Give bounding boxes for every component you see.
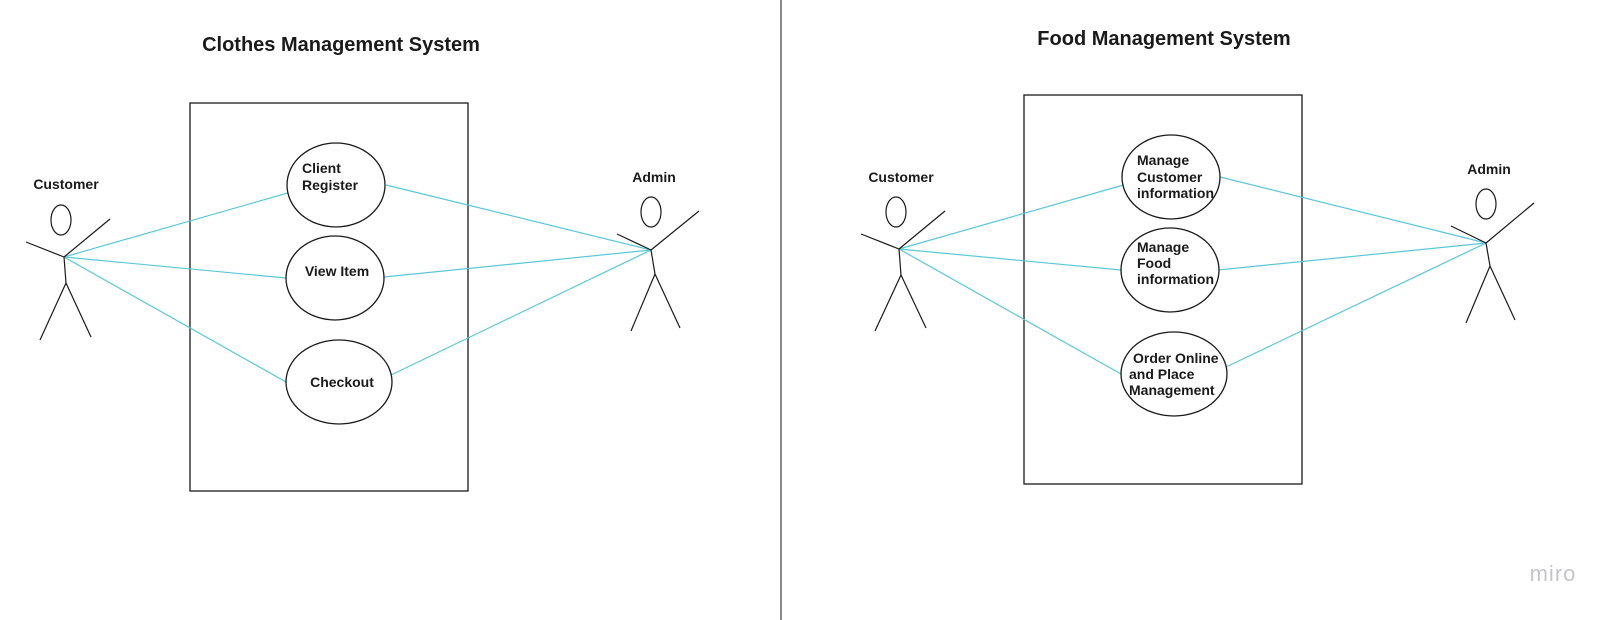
clothes-diagram: Clothes Management System Client Registe… bbox=[25, 34, 700, 492]
actor-admin[interactable]: Admin bbox=[1450, 161, 1535, 324]
diagram-title: Clothes Management System bbox=[202, 34, 480, 56]
use-case-label: View Item bbox=[305, 263, 369, 279]
stick-figure-icon bbox=[860, 196, 946, 332]
association-line bbox=[1225, 242, 1487, 368]
actor-label: Admin bbox=[1467, 161, 1511, 177]
use-case-oval bbox=[285, 339, 393, 425]
food-diagram: Food Management System Manage Customer i… bbox=[860, 28, 1535, 485]
stick-figure-icon bbox=[616, 196, 700, 332]
system-boundary bbox=[189, 102, 469, 492]
association-lines bbox=[63, 184, 652, 383]
association-line bbox=[390, 249, 652, 376]
use-case[interactable]: Checkout bbox=[285, 339, 393, 425]
use-case[interactable]: Order Online and Place Management bbox=[1120, 331, 1228, 417]
use-case-oval bbox=[1120, 331, 1228, 417]
actor-label: Admin bbox=[632, 169, 676, 185]
use-case-oval bbox=[285, 235, 385, 321]
use-case-oval bbox=[1120, 227, 1220, 313]
use-case[interactable]: Manage Customer information bbox=[1121, 134, 1221, 220]
association-line bbox=[63, 189, 299, 258]
diagram-title: Food Management System bbox=[1037, 28, 1290, 50]
stick-figure-icon bbox=[1450, 188, 1535, 324]
association-line bbox=[1219, 176, 1487, 244]
system-boundary bbox=[1023, 94, 1303, 485]
stick-figure-icon bbox=[25, 204, 111, 341]
use-case-label: Order Online and Place Management bbox=[1129, 350, 1222, 398]
actor-admin[interactable]: Admin bbox=[616, 169, 700, 332]
association-line bbox=[1217, 242, 1487, 271]
association-line bbox=[385, 184, 652, 251]
use-case-label: Client Register bbox=[302, 160, 359, 193]
association-line bbox=[898, 248, 1122, 271]
association-line bbox=[383, 249, 652, 278]
actor-customer[interactable]: Customer bbox=[25, 176, 111, 341]
use-case[interactable]: View Item bbox=[285, 235, 385, 321]
actor-label: Customer bbox=[868, 169, 934, 185]
association-line bbox=[898, 181, 1135, 250]
use-case-oval bbox=[286, 142, 386, 228]
miro-logo: miro bbox=[1530, 561, 1577, 586]
association-lines bbox=[898, 176, 1487, 375]
use-case-label: Manage Customer information bbox=[1137, 152, 1214, 201]
use-case-label: Manage Food information bbox=[1137, 239, 1214, 287]
association-line bbox=[898, 248, 1122, 375]
actor-customer[interactable]: Customer bbox=[860, 169, 946, 332]
association-line bbox=[63, 256, 287, 279]
use-case[interactable]: Manage Food information bbox=[1120, 227, 1220, 313]
association-line bbox=[63, 256, 287, 383]
use-case[interactable]: Client Register bbox=[286, 142, 386, 228]
actor-label: Customer bbox=[33, 176, 99, 192]
use-case-label: Checkout bbox=[310, 374, 374, 390]
use-case-oval bbox=[1121, 134, 1221, 220]
